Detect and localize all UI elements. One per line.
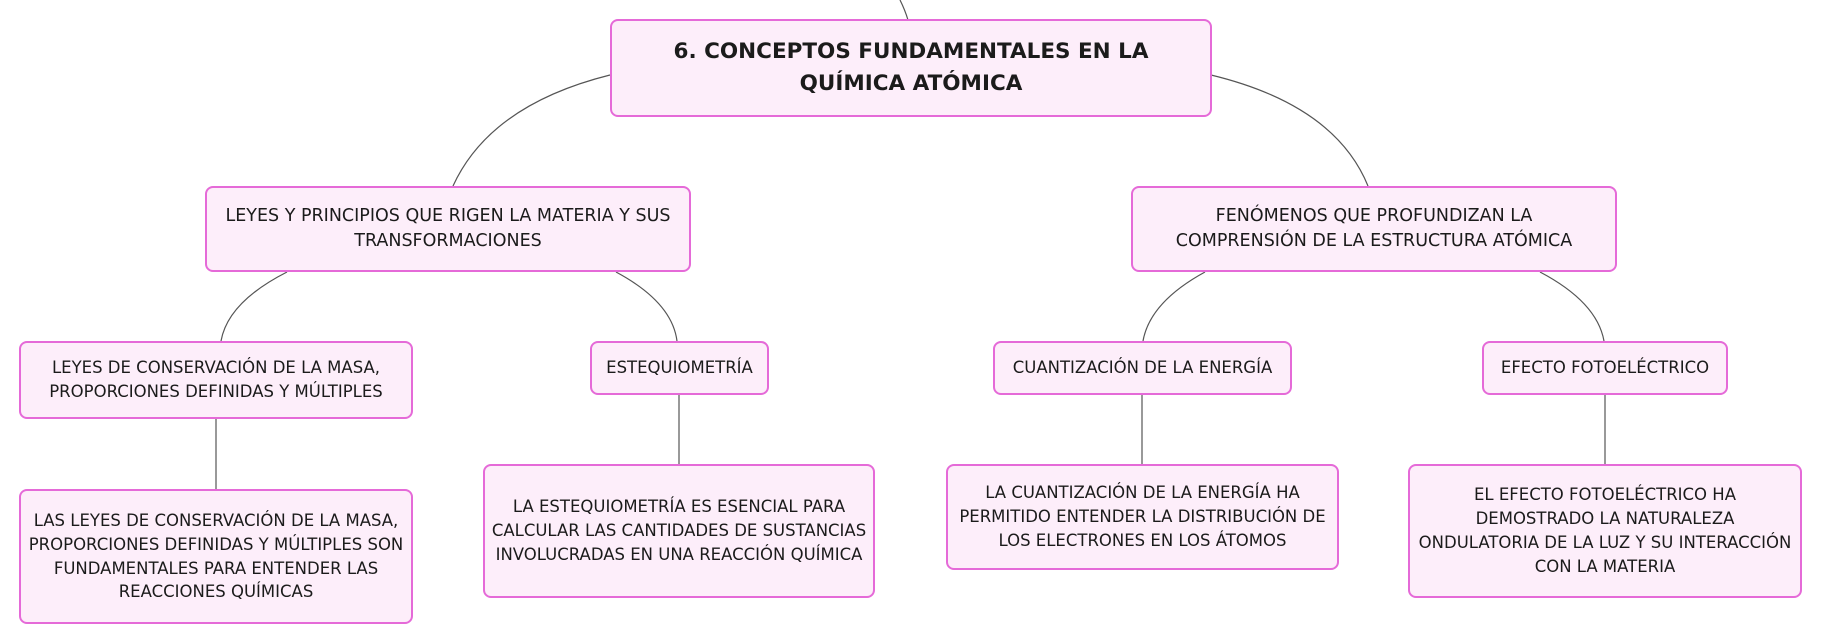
- detail-text: LA ESTEQUIOMETRÍA ES ESENCIAL PARA CALCU…: [491, 497, 867, 564]
- connector-to-root: [899, 0, 909, 21]
- topic-label: LEYES DE CONSERVACIÓN DE LA MASA, PROPOR…: [49, 358, 383, 401]
- connector-root-to-branch-1: [452, 74, 611, 187]
- branch-node-laws[interactable]: LEYES Y PRINCIPIOS QUE RIGEN LA MATERIA …: [205, 186, 691, 272]
- connector-branch-2-to-photoelectric: [1539, 271, 1605, 342]
- detail-node-energy-quantization[interactable]: LA CUANTIZACIÓN DE LA ENERGÍA HA PERMITI…: [946, 464, 1339, 570]
- branch-label: LEYES Y PRINCIPIOS QUE RIGEN LA MATERIA …: [225, 205, 671, 251]
- detail-text: LAS LEYES DE CONSERVACIÓN DE LA MASA, PR…: [28, 510, 404, 602]
- detail-node-photoelectric-effect[interactable]: EL EFECTO FOTOELÉCTRICO HA DEMOSTRADO LA…: [1408, 464, 1802, 598]
- root-node[interactable]: 6. CONCEPTOS FUNDAMENTALES EN LA QUÍMICA…: [610, 19, 1212, 117]
- topic-node-stoichiometry[interactable]: ESTEQUIOMETRÍA: [590, 341, 769, 395]
- detail-text: LA CUANTIZACIÓN DE LA ENERGÍA HA PERMITI…: [959, 483, 1326, 550]
- detail-node-stoichiometry[interactable]: LA ESTEQUIOMETRÍA ES ESENCIAL PARA CALCU…: [483, 464, 875, 598]
- topic-label: ESTEQUIOMETRÍA: [606, 358, 753, 378]
- detail-text: EL EFECTO FOTOELÉCTRICO HA DEMOSTRADO LA…: [1418, 485, 1792, 576]
- connector-branch-1-to-stoichiometry: [615, 271, 678, 342]
- topic-node-photoelectric-effect[interactable]: EFECTO FOTOELÉCTRICO: [1482, 341, 1728, 395]
- topic-label: CUANTIZACIÓN DE LA ENERGÍA: [1012, 358, 1273, 378]
- detail-node-conservation-laws[interactable]: LAS LEYES DE CONSERVACIÓN DE LA MASA, PR…: [19, 489, 413, 624]
- branch-label: FENÓMENOS QUE PROFUNDIZAN LA COMPRENSIÓN…: [1175, 205, 1573, 251]
- connector-root-to-branch-2: [1210, 74, 1369, 187]
- connector-branch-1-to-conservation: [220, 271, 288, 342]
- connector-branch-2-to-quantization: [1142, 271, 1206, 342]
- root-title: 6. CONCEPTOS FUNDAMENTALES EN LA QUÍMICA…: [673, 38, 1149, 96]
- branch-node-phenomena[interactable]: FENÓMENOS QUE PROFUNDIZAN LA COMPRENSIÓN…: [1131, 186, 1617, 272]
- topic-node-energy-quantization[interactable]: CUANTIZACIÓN DE LA ENERGÍA: [993, 341, 1292, 395]
- topic-label: EFECTO FOTOELÉCTRICO: [1500, 358, 1710, 378]
- topic-node-conservation-laws[interactable]: LEYES DE CONSERVACIÓN DE LA MASA, PROPOR…: [19, 341, 413, 419]
